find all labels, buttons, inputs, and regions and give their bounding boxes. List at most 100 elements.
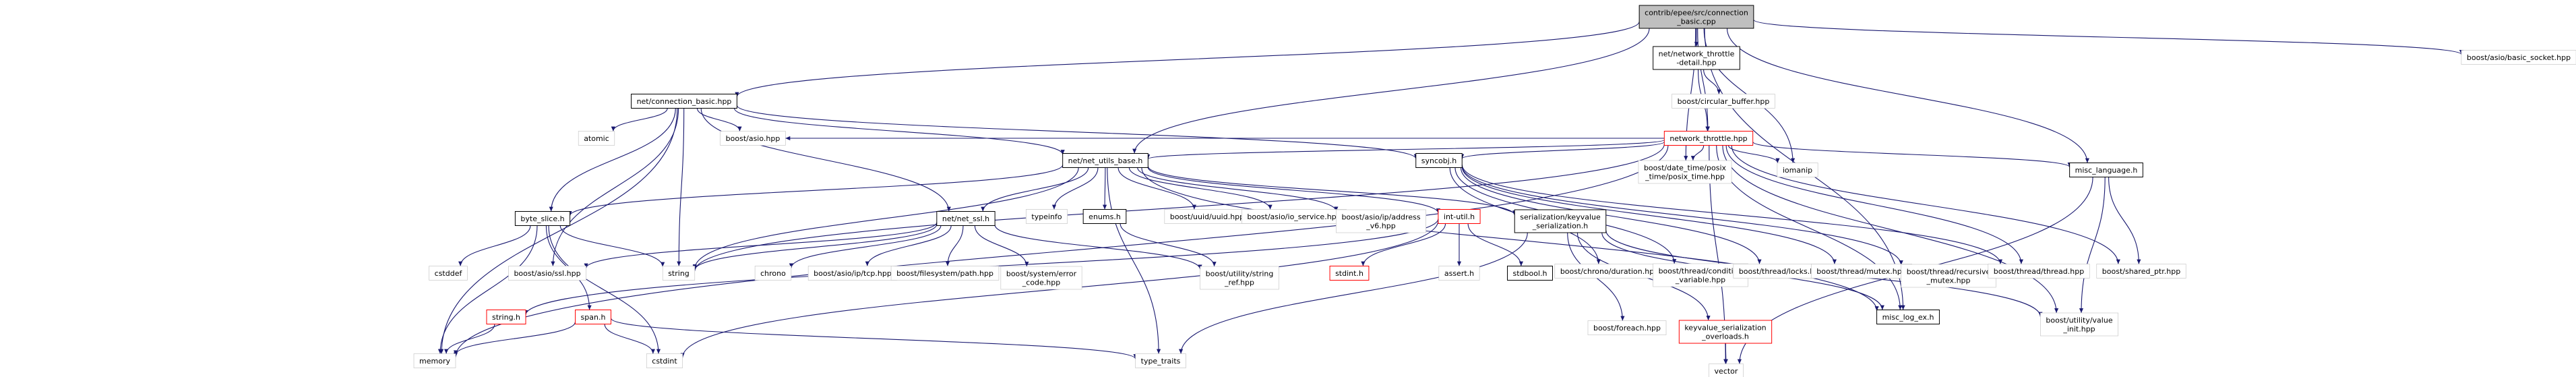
node-misc-lang[interactable]: misc_language.h xyxy=(2069,163,2143,177)
edge-net-utils-to-net-ssl xyxy=(981,167,1089,212)
node-label: boost/circular_buffer.hpp xyxy=(1678,97,1770,106)
node-chrono-dur: boost/chrono/duration.hpp xyxy=(1554,264,1665,279)
node-net-ssl[interactable]: net/net_ssl.h xyxy=(936,211,995,226)
node-circ-buf: boost/circular_buffer.hpp xyxy=(1672,94,1775,109)
edge-layer xyxy=(437,19,2463,364)
node-int-util[interactable]: int-util.h xyxy=(1438,209,1481,224)
node-misc-log[interactable]: misc_log_ex.h xyxy=(1876,310,1940,324)
edge-conn-basic-to-ssl xyxy=(551,108,679,266)
node-label: boost/system/error xyxy=(1006,270,1077,279)
edge-kv-over-to-vector xyxy=(1723,343,1728,364)
edge-net-utils-to-addr-v6 xyxy=(1137,167,1339,212)
edge-span-to-cstdint xyxy=(604,324,655,354)
node-label: boost/asio/ip/tcp.hpp xyxy=(814,269,892,278)
node-label: _time/posix_time.hpp xyxy=(1645,173,1725,181)
node-err-code: boost/system/error_code.hpp xyxy=(1000,266,1082,290)
node-label: _serialization.h xyxy=(1532,222,1589,231)
node-box xyxy=(1709,364,1744,377)
node-nthd[interactable]: net/network_throttle-detail.hpp xyxy=(1653,46,1740,70)
edge-root-to-basic-socket xyxy=(1753,19,2463,55)
node-vector: vector xyxy=(1709,364,1744,377)
node-label: net/connection_basic.hpp xyxy=(637,97,732,106)
node-root[interactable]: contrib/epee/src/connection_basic.cpp xyxy=(1638,5,1754,29)
node-box xyxy=(1329,266,1370,281)
node-label: string xyxy=(668,269,689,278)
edge-byte-slice-to-memory xyxy=(437,225,538,354)
node-stdbool[interactable]: stdbool.h xyxy=(1507,266,1553,281)
node-label: keyvalue_serialization xyxy=(1684,324,1766,332)
node-box xyxy=(890,266,1000,281)
edge-net-utils-to-io-service xyxy=(1128,167,1272,210)
node-label: net/net_utils_base.h xyxy=(1068,156,1143,165)
node-string-h[interactable]: string.h xyxy=(486,310,526,324)
node-label: type_traits xyxy=(1141,357,1181,366)
node-uuid: boost/uuid/uuid.hpp xyxy=(1164,209,1250,224)
edge-conn-basic-to-string xyxy=(677,108,685,266)
node-chrono: chrono xyxy=(754,266,792,281)
node-box xyxy=(1026,209,1068,224)
node-span[interactable]: span.h xyxy=(575,310,611,324)
edge-nt-hpp-to-shared-ptr xyxy=(1731,145,2120,264)
node-nt-hpp[interactable]: network_throttle.hpp xyxy=(1663,131,1754,146)
node-box xyxy=(1082,209,1127,224)
node-label: cstddef xyxy=(435,269,463,278)
node-box xyxy=(1062,153,1148,168)
node-label: boost/utility/value xyxy=(2046,316,2112,325)
node-label: memory xyxy=(419,357,450,366)
node-label: network_throttle.hpp xyxy=(1669,134,1747,143)
node-posix-time: boost/date_time/posix_time/posix_time.hp… xyxy=(1638,160,1732,184)
node-box xyxy=(1678,320,1773,344)
edge-conn-basic-to-memory xyxy=(439,108,678,354)
edge-misc-lang-to-value-init xyxy=(2079,177,2106,314)
node-box xyxy=(631,94,737,109)
node-box xyxy=(514,211,571,226)
node-byte-slice[interactable]: byte_slice.h xyxy=(514,211,571,226)
node-ser-kv[interactable]: serialization/keyvalue_serialization.h xyxy=(1514,209,1607,233)
edge-nt-hpp-to-memory xyxy=(453,145,1669,357)
node-label: boost/thread/mutex.hpp xyxy=(1816,267,1906,276)
node-ssl: boost/asio/ssl.hpp xyxy=(508,266,586,281)
node-label: misc_log_ex.h xyxy=(1882,313,1934,322)
node-stdint[interactable]: stdint.h xyxy=(1329,266,1370,281)
node-box xyxy=(578,131,615,146)
edge-nt-hpp-to-net-utils xyxy=(1146,139,1665,160)
edge-nt-hpp-to-thread xyxy=(1725,145,2023,264)
edge-byte-slice-to-cstddef xyxy=(458,225,531,266)
edge-byte-slice-to-string xyxy=(559,225,665,267)
node-label: _variable.hpp xyxy=(1675,276,1725,285)
node-enums[interactable]: enums.h xyxy=(1082,209,1127,224)
node-addr-v6: boost/asio/ip/address_v6.hpp xyxy=(1336,209,1426,233)
edge-nthd-to-circ-buf xyxy=(1703,69,1721,94)
node-label: _ref.hpp xyxy=(1224,279,1254,287)
node-label: boost/asio/ssl.hpp xyxy=(514,269,580,278)
node-label: typeinfo xyxy=(1031,212,1062,221)
node-box xyxy=(936,211,995,226)
node-box xyxy=(720,131,786,146)
node-label: iomanip xyxy=(1783,166,1812,175)
node-net-utils[interactable]: net/net_utils_base.h xyxy=(1062,153,1148,168)
node-atomic: atomic xyxy=(578,131,615,146)
edge-conn-basic-to-byte-slice xyxy=(549,108,676,212)
node-shared-ptr: boost/shared_ptr.hpp xyxy=(2096,264,2186,279)
edge-misc-lang-to-shared-ptr xyxy=(2108,177,2141,264)
node-conn-basic[interactable]: net/connection_basic.hpp xyxy=(631,94,737,109)
node-kv-over[interactable]: keyvalue_serialization_overloads.h xyxy=(1678,320,1773,344)
node-box xyxy=(1514,209,1607,233)
node-label: boost/thread/condition xyxy=(1659,267,1743,276)
node-box xyxy=(754,266,792,281)
node-cond-var: boost/thread/condition_variable.hpp xyxy=(1653,263,1748,287)
node-box xyxy=(1135,353,1186,368)
node-box xyxy=(1777,163,1818,177)
node-syncobj[interactable]: syncobj.h xyxy=(1415,153,1463,168)
edge-net-ssl-to-ssl xyxy=(584,222,938,268)
edge-net-ssl-to-string xyxy=(692,224,938,270)
node-box xyxy=(646,353,683,368)
node-label: _overloads.h xyxy=(1701,332,1749,341)
edge-conn-basic-to-atomic xyxy=(611,108,668,132)
node-string-ref: boost/utility/string_ref.hpp xyxy=(1200,266,1279,290)
node-type-traits: type_traits xyxy=(1135,353,1186,368)
node-foreach: boost/foreach.hpp xyxy=(1587,320,1667,335)
node-box xyxy=(1988,264,2090,279)
edge-syncobj-to-mutex xyxy=(1461,166,1837,264)
edge-root-to-nt-hpp xyxy=(1697,28,1710,132)
